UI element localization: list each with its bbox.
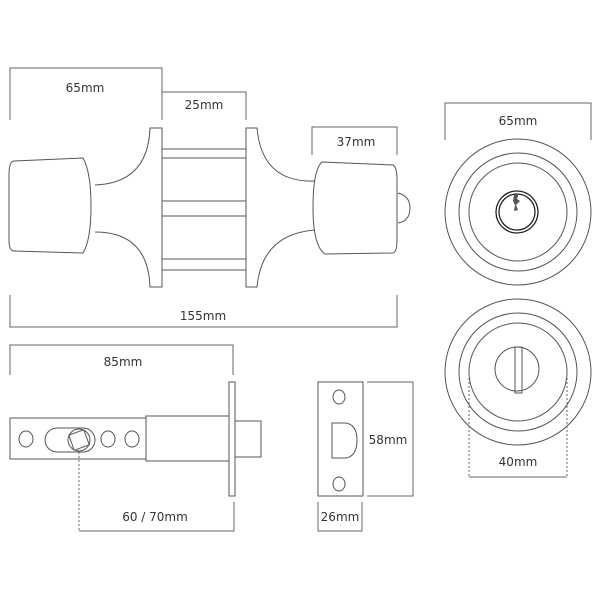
spindle-hole [68, 429, 90, 451]
spindle-rods [162, 148, 246, 271]
latch-length-label: 85mm [104, 355, 143, 369]
keyway-icon [513, 193, 520, 211]
strike-height-label: 58mm [369, 433, 408, 447]
turn-rosette-front-view: 40mm [444, 298, 592, 478]
knob-width-bracket [311, 126, 398, 155]
rosette-diameter-bracket [444, 102, 592, 140]
latch-side-view: 85mm 60 / 70mm [9, 344, 262, 532]
key-cylinder-nub [397, 192, 411, 224]
knob-length-label: 65mm [66, 81, 105, 95]
right-rose [245, 127, 316, 288]
rose-spacing-label: 25mm [185, 98, 224, 112]
knob-length-bracket [9, 67, 163, 120]
backset-label: 60 / 70mm [122, 510, 188, 524]
thumb-turn [494, 346, 540, 392]
right-knob [312, 161, 398, 255]
knobset-side-view: 65mm 25mm 37mm 155mm [8, 67, 411, 328]
strike-width-bracket [317, 502, 363, 532]
overall-length-label: 155mm [180, 309, 226, 323]
key-rosette-front-view: 65mm [444, 102, 592, 286]
turn-span-label: 40mm [499, 455, 538, 469]
key-cylinder [495, 190, 539, 234]
rose-spacing-bracket [162, 91, 247, 120]
rosette-diameter-label: 65mm [499, 114, 538, 128]
strike-plate: 58mm 26mm [317, 381, 414, 532]
left-rose [94, 127, 163, 288]
backset-bracket [79, 502, 235, 532]
latch-length-bracket [9, 344, 234, 375]
knob-width-label: 37mm [337, 135, 376, 149]
overall-length-bracket [9, 295, 398, 328]
strike-height-bracket [367, 381, 414, 497]
strike-width-label: 26mm [321, 510, 360, 524]
left-knob [8, 157, 92, 254]
